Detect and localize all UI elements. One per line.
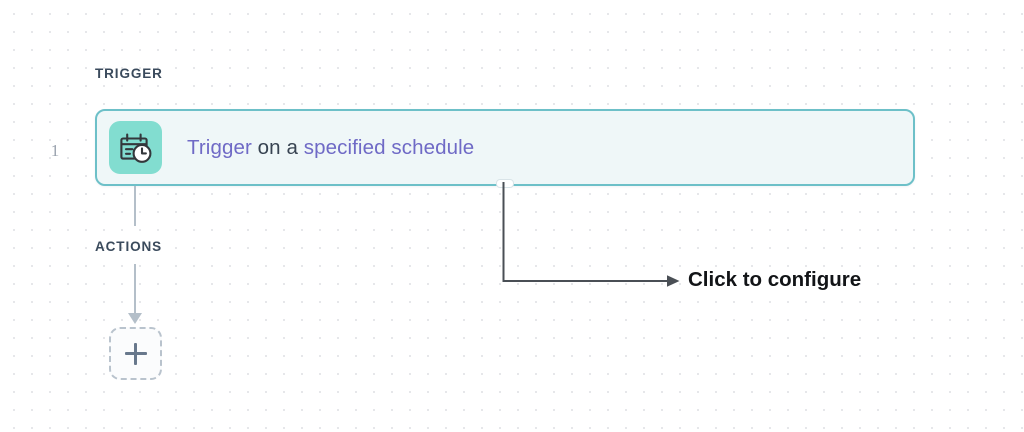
trigger-title-part-2: on a (251, 135, 304, 159)
callout-arrow-icon (502, 182, 680, 287)
connector-arrowhead-icon (128, 313, 142, 324)
connector-line-lower (134, 264, 136, 315)
actions-section-label: ACTIONS (95, 239, 163, 254)
calendar-clock-icon (109, 121, 162, 174)
add-action-button[interactable] (109, 327, 162, 380)
trigger-node-title: Trigger on a specified schedule (187, 136, 474, 160)
node-connector-handle[interactable] (496, 179, 514, 188)
trigger-node-card[interactable]: Trigger on a specified schedule (95, 109, 915, 188)
plus-icon (124, 342, 147, 365)
step-number: 1 (50, 141, 60, 160)
trigger-title-part-1: Trigger (187, 135, 252, 159)
callout-text: Click to configure (688, 268, 862, 291)
trigger-section-label: TRIGGER (95, 66, 163, 81)
connector-line-upper (134, 186, 136, 226)
trigger-title-part-3: specified schedule (303, 135, 475, 159)
